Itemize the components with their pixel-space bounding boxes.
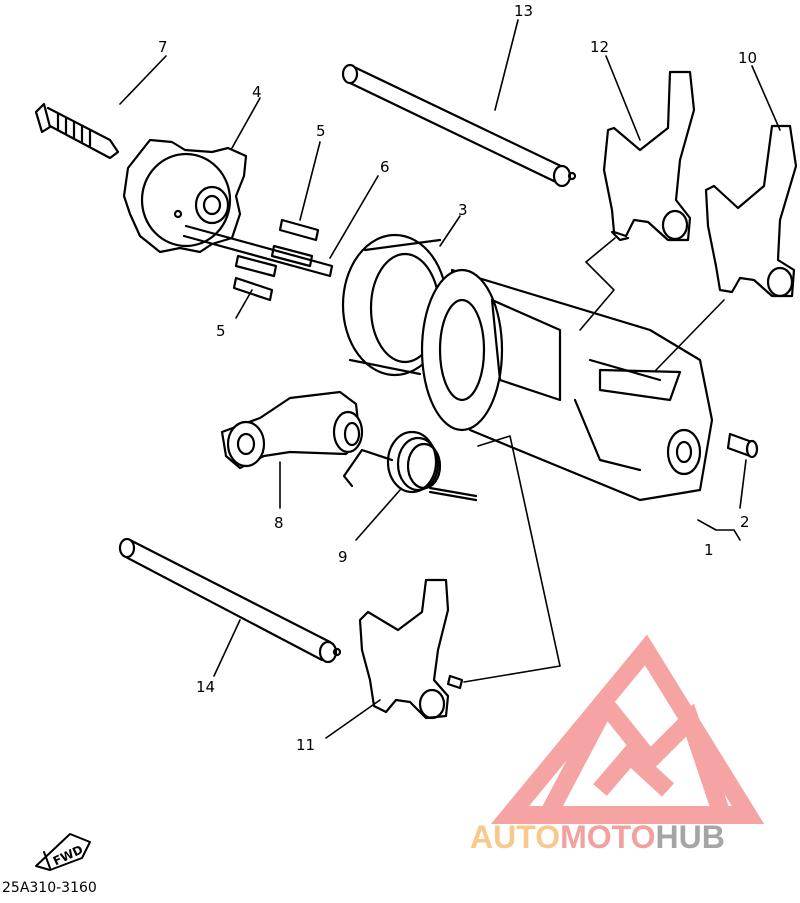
callout-2: 2 <box>740 513 750 531</box>
callout-13: 13 <box>514 2 533 20</box>
callout-5-top: 5 <box>316 122 326 140</box>
callout-6: 6 <box>380 158 390 176</box>
shift-fork-11-icon <box>358 578 464 720</box>
callout-3: 3 <box>458 201 468 219</box>
callout-labels: 1 2 3 4 5 5 6 7 8 9 10 11 12 13 14 <box>158 2 757 754</box>
pins-5-icon <box>232 218 320 302</box>
watermark-auto: AUTO <box>470 819 560 855</box>
callout-8: 8 <box>274 514 284 532</box>
watermark-logo-icon <box>490 634 765 824</box>
watermark-hub: HUB <box>655 819 724 855</box>
watermark-moto: MOTO <box>560 819 655 855</box>
shift-lever-8-icon <box>220 390 364 470</box>
callout-11: 11 <box>296 736 315 754</box>
spring-9-icon <box>342 430 478 502</box>
callout-14: 14 <box>196 678 215 696</box>
shaft-13-icon <box>341 63 577 188</box>
callout-5-bottom: 5 <box>216 322 226 340</box>
pin-6-icon <box>182 224 334 278</box>
segment-4-icon <box>122 138 248 254</box>
shaft-14-icon <box>118 537 342 664</box>
shift-fork-12-icon <box>602 70 696 242</box>
callout-12: 12 <box>590 38 609 56</box>
callout-10: 10 <box>738 49 757 67</box>
callout-1: 1 <box>704 541 714 559</box>
watermark-text: AUTOMOTOHUB <box>470 819 725 855</box>
callout-7: 7 <box>158 38 168 56</box>
pin-2-icon <box>726 432 759 459</box>
part-code: 25A310-3160 <box>2 880 97 896</box>
shift-drum-icon <box>420 268 714 502</box>
shift-fork-10-icon <box>704 124 798 298</box>
fwd-arrow-icon <box>35 833 91 871</box>
callout-4: 4 <box>252 83 262 101</box>
leader-lines <box>119 19 781 739</box>
bolt-7-icon <box>34 102 120 160</box>
callout-9: 9 <box>338 548 348 566</box>
